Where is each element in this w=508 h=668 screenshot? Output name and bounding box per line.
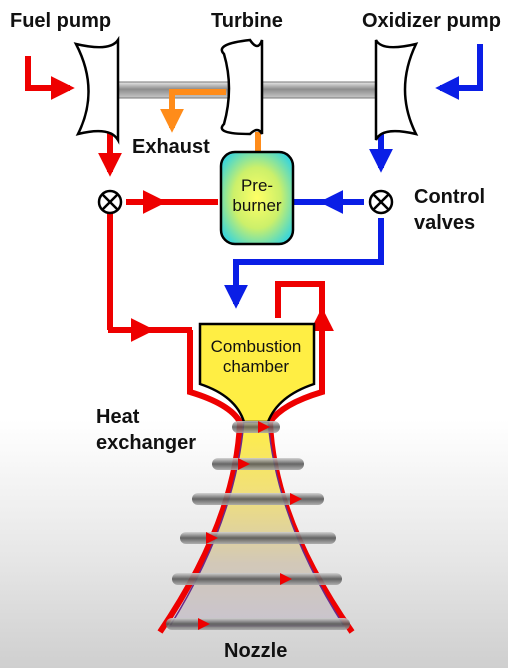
combustion-line-2: chamber: [222, 357, 290, 376]
heat-exchanger-line-1: Heat: [96, 406, 140, 428]
fuel-pump-label: Fuel pump: [10, 10, 112, 32]
heat-exchanger-line-2: exchanger: [96, 432, 197, 454]
preburner-box: [219, 150, 295, 246]
oxidizer-control-valve: [368, 189, 394, 215]
preburner-line-1: Pre-: [240, 176, 274, 195]
control-valves-line-2: valves: [414, 212, 476, 234]
exhaust-label: Exhaust: [132, 136, 210, 158]
nozzle-shape: [168, 419, 346, 627]
nozzle-label: Nozzle: [224, 640, 288, 662]
turbine-shape: [220, 38, 264, 136]
exhaust-line: [160, 89, 261, 152]
oxidizer-pump-label: Oxidizer pump: [362, 10, 501, 32]
preburner-line-2: burner: [232, 196, 282, 215]
control-valves-label: Control valves: [414, 184, 485, 236]
oxidizer-lines: [224, 44, 483, 309]
preburner-label: Pre- burner: [221, 176, 293, 216]
control-valves-line-1: Control: [414, 186, 486, 208]
fuel-control-valve: [97, 189, 123, 215]
combustion-chamber-label: Combustion chamber: [196, 337, 316, 377]
combustion-line-1: Combustion: [210, 337, 302, 356]
heat-exchanger-label: Heat exchanger: [96, 404, 196, 456]
turbine-label: Turbine: [211, 10, 283, 32]
heat-exchanger-rings: [166, 421, 350, 630]
oxidizer-pump-shape: [374, 39, 419, 141]
fuel-pump-shape: [73, 35, 120, 145]
